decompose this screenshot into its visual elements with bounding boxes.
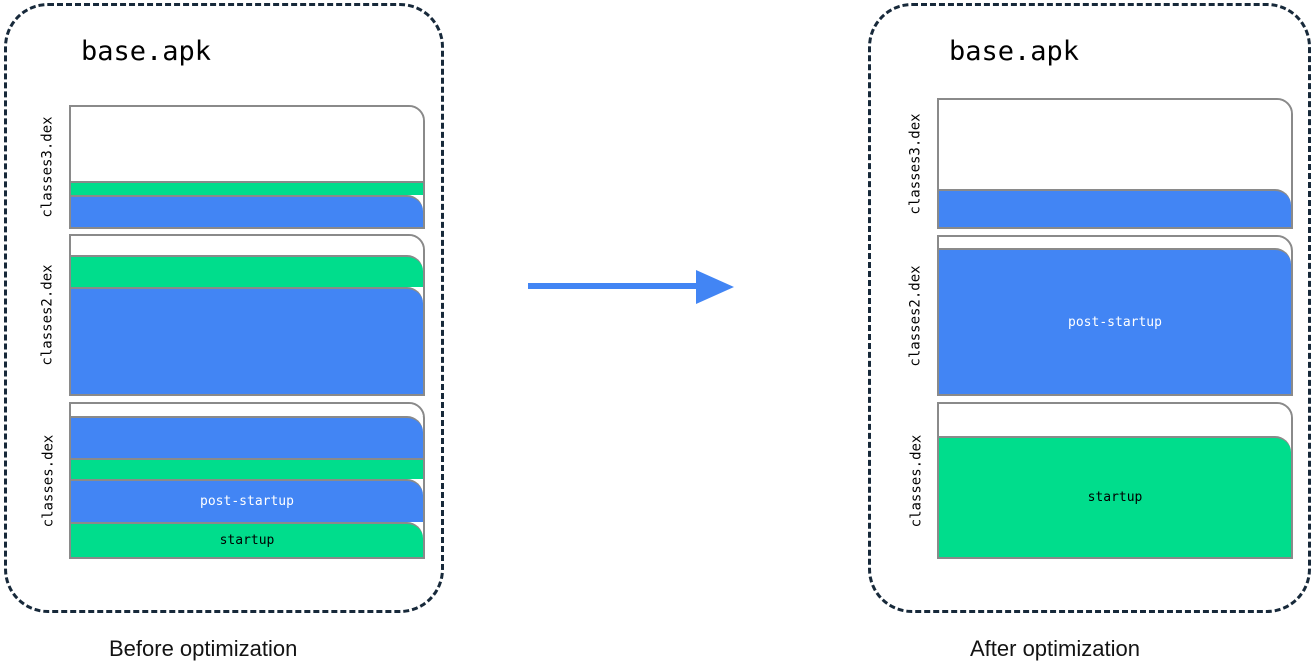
dex-segment-unused — [71, 107, 423, 182]
dex-group-before-classes2: classes2.dex — [35, 234, 425, 396]
dex-segment-unused — [939, 404, 1291, 437]
dex-label-classes: classes.dex — [35, 402, 61, 559]
dex-label-classes3: classes3.dex — [903, 98, 929, 229]
dex-segment-post-startup-labeled: post-startup — [939, 248, 1291, 394]
dex-box-classes3 — [69, 105, 425, 229]
dex-segment-startup-labeled: startup — [939, 436, 1291, 557]
dex-label-classes3-text: classes3.dex — [40, 116, 56, 218]
dex-box-classes: startup — [937, 402, 1293, 559]
dex-label-classes2-text: classes2.dex — [908, 264, 924, 367]
dex-segment-unused — [939, 237, 1291, 248]
dex-segment-unused — [71, 404, 423, 417]
dex-group-after-classes3: classes3.dex — [903, 98, 1293, 229]
dex-box-classes3 — [937, 98, 1293, 229]
apk-panel-after: base.apk classes3.dex classes2.dex post-… — [868, 3, 1311, 613]
dex-label-classes3: classes3.dex — [35, 105, 61, 229]
caption-before: Before optimization — [109, 636, 298, 661]
dex-box-classes2: post-startup — [937, 235, 1293, 396]
caption-after: After optimization — [970, 636, 1140, 661]
dex-label-classes-text: classes.dex — [908, 434, 924, 527]
dex-label-classes2: classes2.dex — [35, 234, 61, 396]
dex-segment-startup — [71, 457, 423, 479]
dex-segment-startup-labeled: startup — [71, 521, 423, 557]
dex-segment-post-startup — [71, 286, 423, 394]
transition-arrow — [520, 258, 745, 314]
apk-panel-before: base.apk classes3.dex classes2.dex — [4, 3, 444, 613]
dex-label-classes-text: classes.dex — [40, 434, 56, 527]
dex-segment-post-startup-labeled: post-startup — [71, 478, 423, 522]
dex-label-classes: classes.dex — [903, 402, 929, 559]
apk-title-after: base.apk — [949, 36, 1080, 67]
dex-segment-unused — [939, 100, 1291, 189]
right-arrow-icon — [528, 270, 734, 304]
dex-group-before-classes: classes.dex post-startup startup — [35, 402, 425, 559]
dex-group-after-classes2: classes2.dex post-startup — [903, 235, 1293, 396]
apk-title-before: base.apk — [81, 36, 212, 67]
dex-box-classes2 — [69, 234, 425, 396]
dex-segment-unused — [71, 236, 423, 255]
dex-segment-post-startup — [71, 416, 423, 458]
dex-label-classes3-text: classes3.dex — [908, 112, 924, 215]
dex-box-classes: post-startup startup — [69, 402, 425, 559]
dex-segment-post-startup — [939, 188, 1291, 227]
dex-segment-startup — [71, 181, 423, 195]
dex-group-after-classes: classes.dex startup — [903, 402, 1293, 559]
dex-segment-post-startup — [71, 194, 423, 227]
dex-segment-startup — [71, 254, 423, 287]
dex-group-before-classes3: classes3.dex — [35, 105, 425, 229]
dex-label-classes2-text: classes2.dex — [40, 264, 56, 366]
dex-label-classes2: classes2.dex — [903, 235, 929, 396]
